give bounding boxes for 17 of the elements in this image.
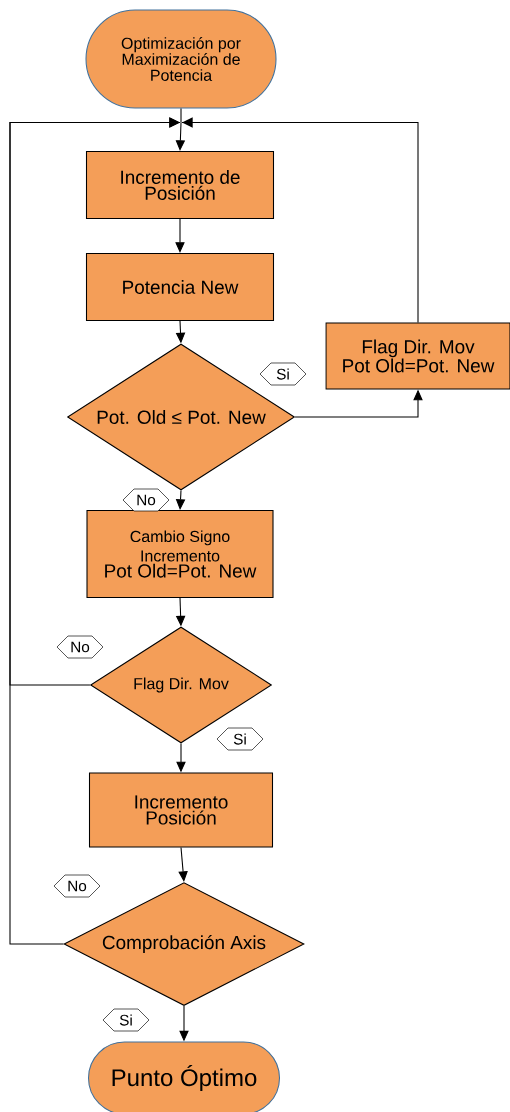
flow-arrow <box>175 121 186 151</box>
flow-arrow <box>178 847 188 882</box>
edge-label: Si <box>259 362 307 386</box>
flow-arrow <box>9 117 181 945</box>
process-box: Incremento Posición <box>88 772 274 848</box>
process-box: Flag Dir. Mov Pot Old=Pot. New <box>325 322 510 390</box>
edge-label: No <box>53 874 101 898</box>
edge-label: Si <box>102 1008 150 1032</box>
flow-line <box>180 108 182 124</box>
edge-label: No <box>122 488 170 512</box>
edge-label: No <box>56 635 104 659</box>
process-box: Incremento de Posición <box>85 150 275 220</box>
process-box: Cambio Signo Incremento Pot Old=Pot. New <box>86 509 274 599</box>
flow-arrow <box>175 218 185 253</box>
flow-arrow <box>181 117 419 323</box>
edge-label: Si <box>216 727 264 751</box>
process-box: Potencia New <box>85 252 275 322</box>
